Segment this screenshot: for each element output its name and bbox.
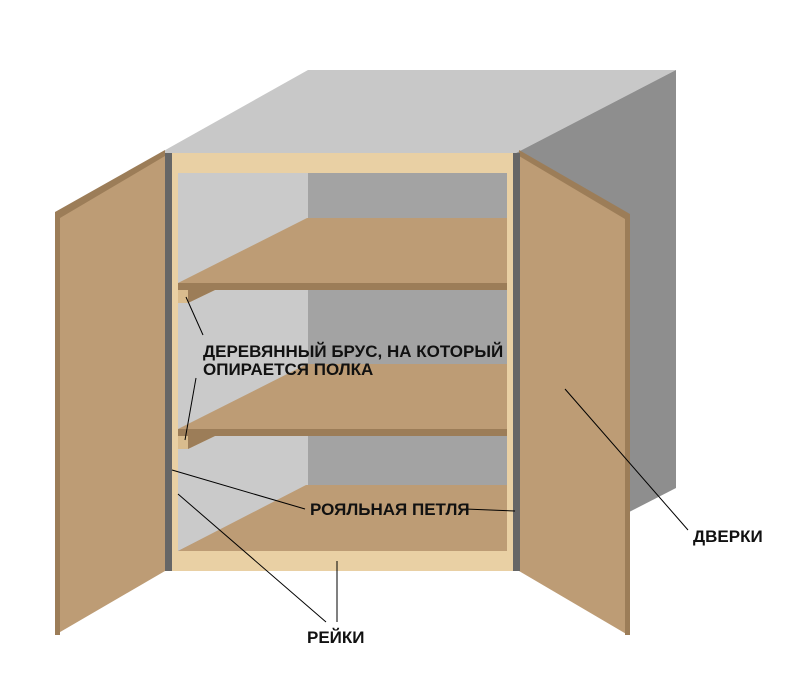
label-beam-line1: ДЕРЕВЯННЫЙ БРУС, НА КОТОРЫЙ: [203, 342, 503, 361]
leader-rails-left: [177, 493, 327, 623]
leader-hinge-right: [464, 508, 516, 512]
right-door: [519, 153, 628, 635]
upper-beam-shade: [188, 290, 215, 303]
leader-doors: [564, 388, 689, 531]
label-rails: РЕЙКИ: [307, 628, 365, 647]
label-doors: ДВЕРКИ: [693, 527, 763, 546]
bottom-shelf: [178, 485, 507, 551]
middle-shelf-edge: [178, 429, 507, 436]
left-piano-hinge: [165, 153, 172, 571]
upper-shelf: [178, 218, 507, 283]
leader-beam-upper: [185, 296, 204, 336]
leader-hinge-left: [171, 469, 306, 510]
cabinet-top: [160, 70, 676, 153]
upper-shelf-edge: [178, 283, 507, 290]
left-door: [55, 153, 165, 635]
leader-beam-lower: [184, 377, 197, 441]
label-hinge: РОЯЛЬНАЯ ПЕТЛЯ: [310, 500, 470, 519]
middle-beam-shade: [188, 436, 215, 449]
right-piano-hinge: [513, 153, 520, 571]
label-beam-line2: ОПИРАЕТСЯ ПОЛКА: [203, 360, 373, 379]
middle-shelf: [178, 364, 507, 429]
